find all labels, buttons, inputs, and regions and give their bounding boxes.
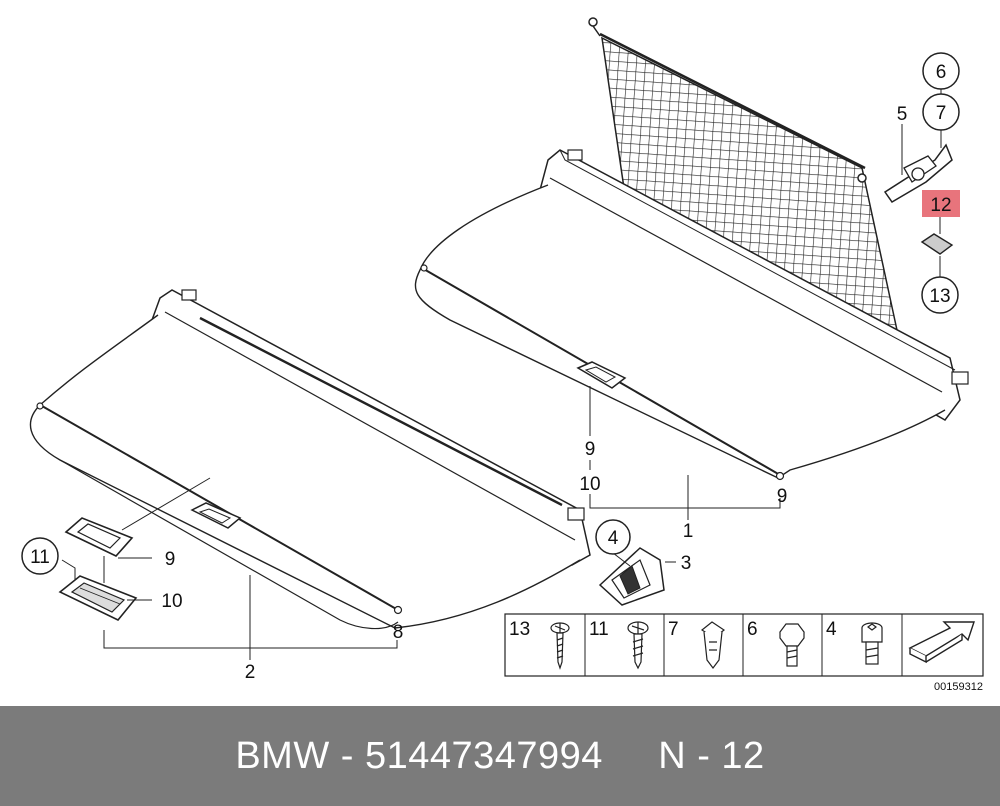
callout-2: 2	[245, 662, 256, 683]
callout-9-upper: 9	[585, 439, 596, 460]
holder-3	[598, 547, 665, 606]
legend-label-7: 7	[668, 619, 679, 640]
clip-nut-icon	[700, 621, 726, 669]
screw-long-icon	[550, 622, 570, 670]
part-number-label: BMW - 51447347994 N - 12	[235, 734, 765, 777]
clip-12	[920, 233, 954, 255]
legend-label-4: 4	[826, 619, 837, 640]
callout-10-left: 10	[161, 591, 182, 612]
hex-bolt-icon	[779, 623, 805, 667]
roller-cover-with-net	[414, 17, 969, 481]
hardware-legend: 13 11 7 6 4	[504, 613, 984, 677]
roller-cover	[29, 289, 591, 630]
callout-8: 8	[393, 622, 404, 643]
legend-label-13: 13	[509, 619, 530, 640]
callout-6: 6	[936, 62, 947, 83]
callout-3: 3	[681, 553, 692, 574]
callout-7: 7	[936, 103, 947, 124]
parts-diagram: 6 7 5 12 13 9 10 9 1 4 3 11 9 10 8 2 13 …	[21, 17, 984, 693]
diagram-reference-number: 00159312	[934, 681, 983, 693]
callout-1: 1	[683, 521, 694, 542]
legend-label-11: 11	[589, 619, 609, 640]
screw-phillips-icon	[627, 621, 649, 670]
callout-9-right: 9	[777, 486, 788, 507]
callout-10-upper: 10	[579, 474, 600, 495]
callout-11: 11	[30, 547, 50, 568]
handle-frame	[58, 575, 138, 621]
callout-5: 5	[897, 104, 908, 125]
arrow-icon	[908, 621, 975, 664]
highlight-box	[922, 190, 960, 217]
callout-9-left: 9	[165, 549, 176, 570]
leader-lines	[61, 88, 942, 660]
socket-bolt-icon	[861, 622, 883, 665]
callout-13: 13	[929, 286, 950, 307]
footer-bar: BMW - 51447347994 N - 12	[0, 706, 1000, 806]
callout-12: 12	[930, 195, 951, 216]
bracket-5	[883, 143, 953, 203]
callout-4: 4	[608, 528, 619, 549]
legend-label-6: 6	[747, 619, 758, 640]
handle-insert	[64, 517, 134, 557]
callout-circles	[21, 52, 960, 575]
